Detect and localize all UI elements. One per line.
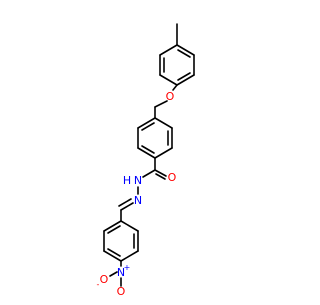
nitro-oxygen-2-label: O — [117, 285, 126, 298]
ring-bond — [120, 250, 139, 262]
carbonyl-oxygen-label: O — [168, 171, 177, 184]
ring-bond — [159, 44, 178, 56]
ring-bond — [154, 147, 173, 159]
carbonyl-double-bond-a — [154, 169, 167, 177]
oxygen-methylene-bond — [154, 100, 168, 108]
chemical-structure-diagram: O O N H N N + O - O — [97, 23, 195, 298]
molecule-canvas: O O N H N N + O - O — [97, 23, 195, 298]
nitro-minus-charge: - — [97, 280, 100, 289]
ether-oxygen-label: O — [166, 90, 175, 103]
carbonyl-double-bond-b — [155, 173, 166, 180]
nitro-nitrogen-label: N — [117, 266, 125, 279]
imine-nitrogen-label: N — [134, 194, 142, 207]
ring-bond — [159, 74, 178, 86]
ring-double-bond — [107, 225, 121, 234]
ring-bond — [154, 117, 173, 129]
ring-bond — [103, 250, 122, 262]
ring-bond — [137, 147, 156, 159]
ring-double-bond — [107, 248, 121, 257]
tolyl-ring — [159, 44, 195, 86]
ring-bond — [137, 117, 156, 129]
ring-bond — [176, 44, 195, 56]
carbonyl-nitrogen-bond — [142, 169, 156, 178]
ring-double-bond — [141, 145, 155, 154]
imine-double-bond-a — [120, 202, 134, 211]
ring-double-bond — [141, 122, 155, 131]
nitro-oxygen-bond-1 — [109, 271, 118, 277]
nitro-oxygen-1-label: O — [100, 273, 109, 286]
nitro-plus-charge: + — [124, 263, 131, 272]
amide-nitrogen-label: N — [134, 174, 142, 187]
ring-bond — [120, 220, 139, 232]
ring-bond — [176, 74, 195, 86]
benzoyl-ring — [137, 117, 173, 159]
aryl-oxygen-bond — [172, 84, 178, 91]
amide-hydrogen-label: H — [123, 174, 131, 187]
ring-bond — [103, 220, 122, 232]
ring-double-bond — [177, 72, 191, 81]
nitrophenyl-ring — [103, 220, 139, 262]
ring-double-bond — [177, 49, 191, 58]
imine-double-bond-b — [118, 198, 132, 207]
